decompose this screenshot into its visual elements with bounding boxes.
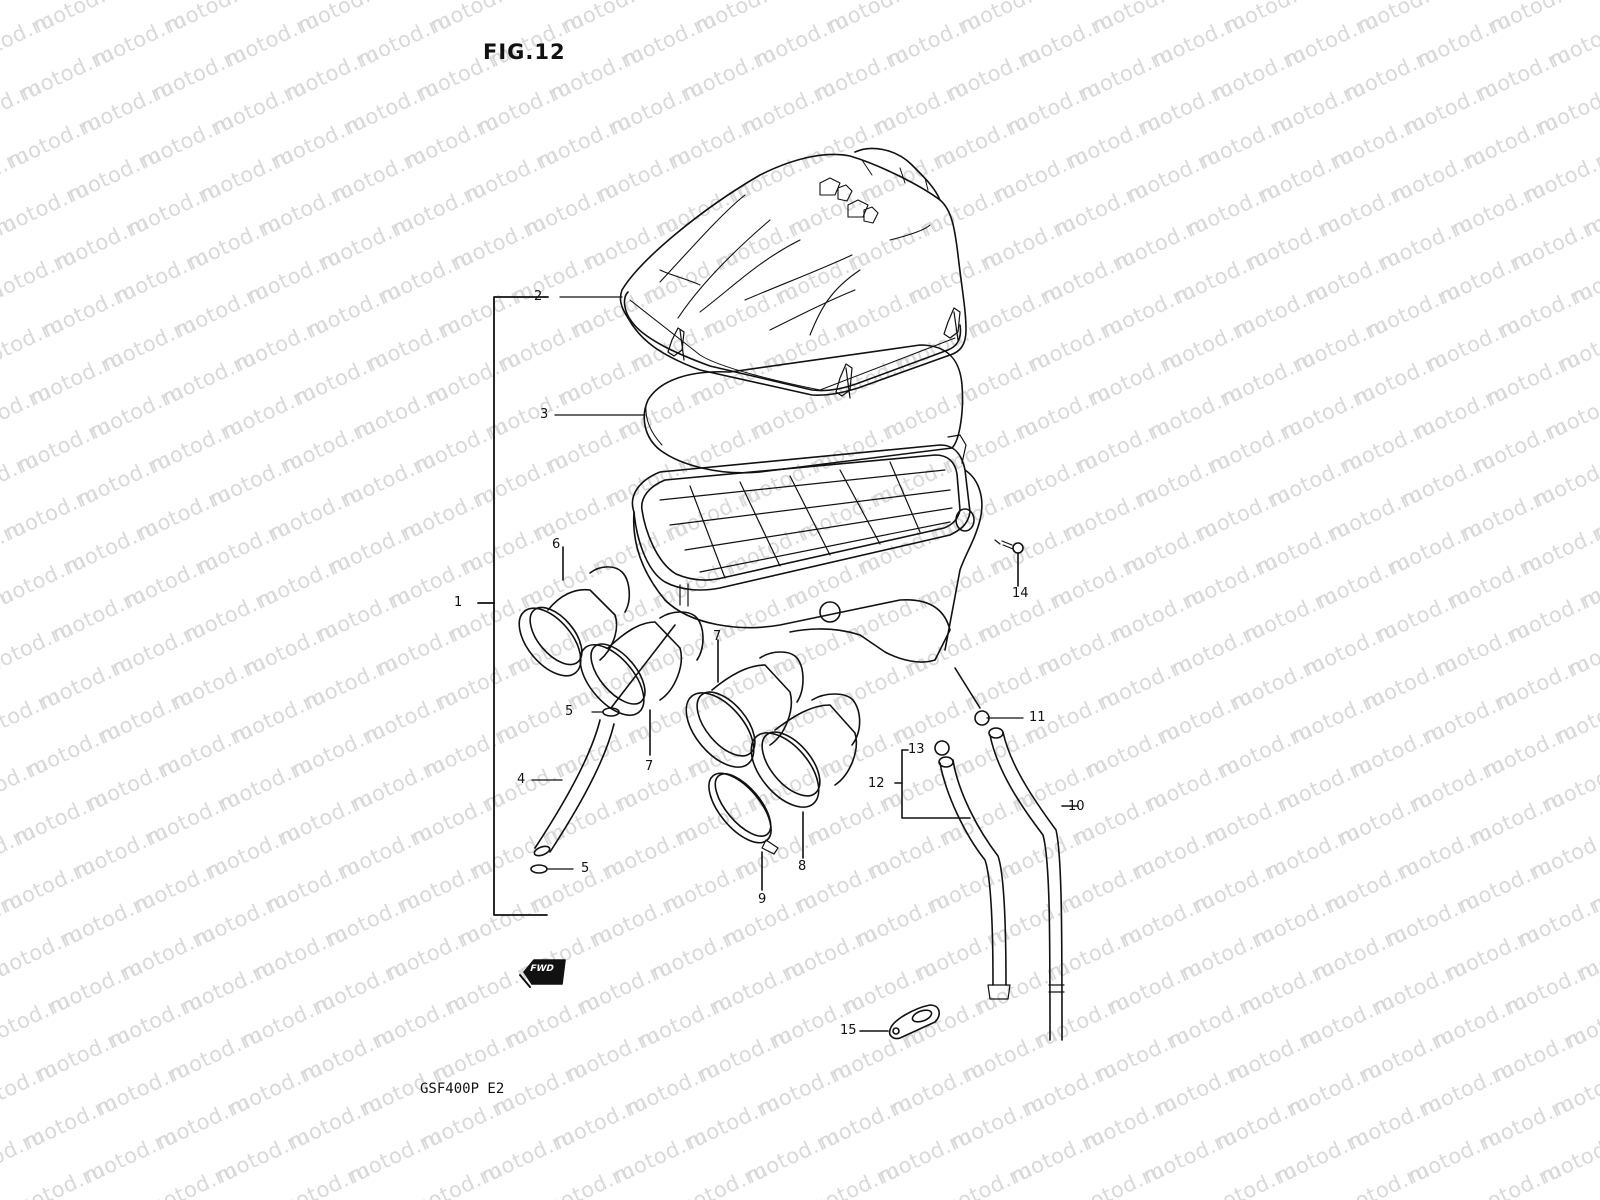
intake-pipe-8-drawing — [750, 693, 861, 859]
figure-title: FIG.12 — [483, 40, 566, 64]
callout-13: 13 — [908, 742, 925, 757]
callout-2: 2 — [534, 289, 543, 304]
callout-15: 15 — [840, 1023, 857, 1038]
bolt-drawing — [994, 539, 1024, 587]
intake-pipe-6-drawing — [518, 546, 631, 677]
leader-lines — [531, 296, 1024, 870]
model-code: GSF400P E2 — [420, 1081, 505, 1097]
fwd-label: FWD — [528, 964, 555, 974]
air-cleaner-case-drawing — [631, 434, 983, 663]
drain-hose-drawing — [530, 624, 676, 874]
callout-3: 3 — [540, 407, 549, 422]
callout-11: 11 — [1029, 710, 1046, 725]
callout-7-left: 7 — [645, 759, 654, 774]
callout-8: 8 — [798, 859, 807, 874]
air-cleaner-cap-drawing — [619, 147, 967, 399]
intake-pipe-7b-drawing — [685, 639, 804, 768]
breather-hoses-drawing — [894, 667, 1079, 1041]
fwd-arrow-icon — [519, 959, 566, 988]
assembly-bracket — [477, 296, 549, 916]
callout-5-clip: 5 — [565, 704, 574, 719]
callout-1: 1 — [454, 595, 463, 610]
callout-9: 9 — [758, 892, 767, 907]
air-cleaner-element-drawing — [643, 344, 964, 474]
callout-14: 14 — [1012, 586, 1029, 601]
clamp-drawing — [708, 772, 779, 891]
callout-6: 6 — [552, 537, 561, 552]
callout-12: 12 — [868, 776, 885, 791]
callout-5-plug: 5 — [581, 861, 590, 876]
intake-pipe-7a-drawing — [579, 611, 704, 756]
callout-10: 10 — [1068, 799, 1085, 814]
bracket-drawing — [859, 1004, 940, 1040]
callout-4: 4 — [517, 772, 526, 787]
callout-7-right: 7 — [713, 629, 722, 644]
